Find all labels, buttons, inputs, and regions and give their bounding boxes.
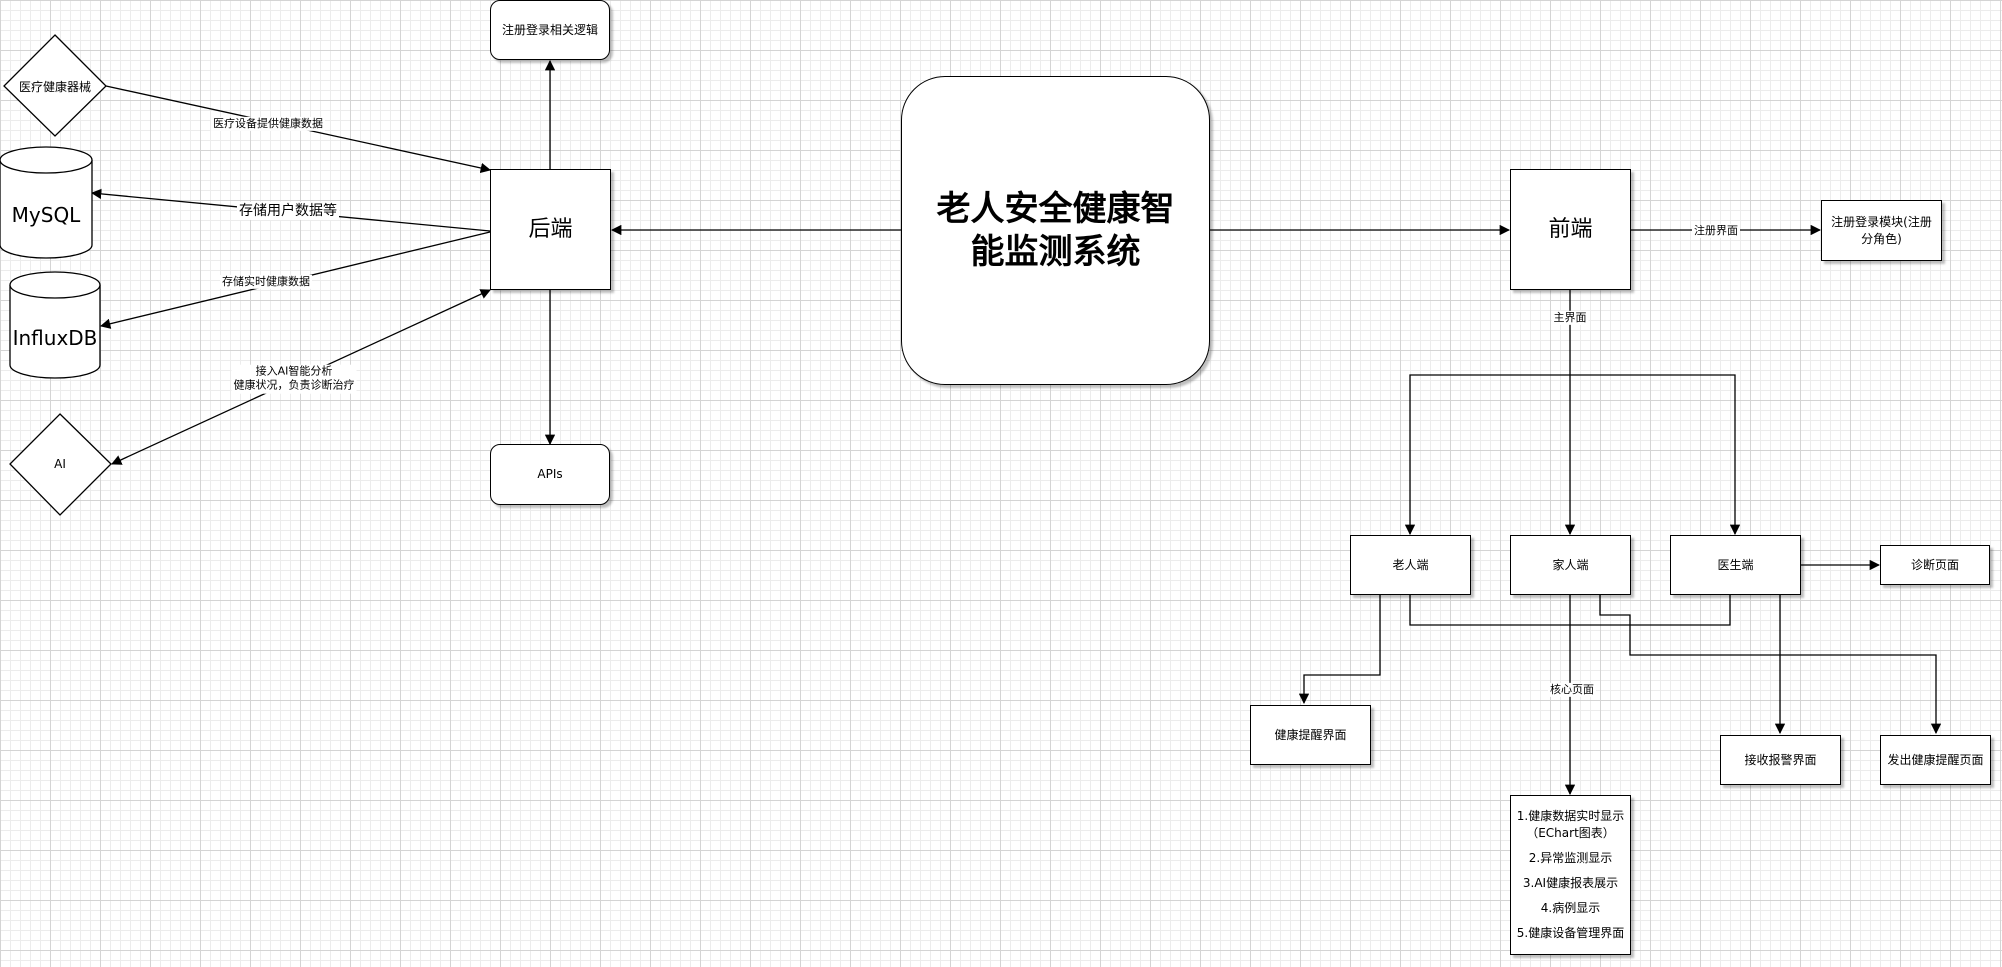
edge-label-device-data: 医疗设备提供健康数据: [211, 116, 325, 132]
influxdb-label: InfluxDB: [12, 326, 98, 350]
core-page-node: 1.健康数据实时显示（EChart图表） 2.异常监测显示 3.AI健康报表展示…: [1510, 795, 1631, 955]
diagnosis-page-node: 诊断页面: [1880, 545, 1990, 585]
cylinder-mysql: [0, 146, 93, 259]
edge-branch-to-doctor: [1570, 374, 1741, 536]
receive-alarm-page-node: 接收报警界面: [1720, 735, 1841, 785]
family-node: 家人端: [1510, 535, 1631, 595]
edge-label-register-page: 注册界面: [1692, 223, 1740, 239]
health-reminder-page-node: 健康提醒界面: [1250, 705, 1371, 765]
core-item: 2.异常监测显示: [1528, 850, 1613, 865]
ai-label: AI: [54, 457, 66, 471]
edge-branch-to-elder: [1404, 374, 1570, 536]
send-reminder-page-node: 发出健康提醒页面: [1880, 735, 1991, 785]
register-logic-node: 注册登录相关逻辑: [490, 0, 610, 60]
edge-label-store-user: 存储用户数据等: [237, 201, 339, 221]
edge-label-ai-analysis: 接入AI智能分析 健康状况，负责诊断治疗: [231, 364, 357, 394]
diamond-medical-device: [3, 34, 107, 137]
backend-node: 后端: [490, 169, 611, 290]
mysql-label: MySQL: [11, 203, 81, 227]
core-item: 5.健康设备管理界面: [1516, 926, 1625, 941]
apis-node: APIs: [490, 444, 610, 505]
edge-label-ai-analysis-line1: 接入AI智能分析: [255, 364, 333, 378]
diamond-ai: [9, 413, 112, 516]
core-item: 3.AI健康报表展示: [1522, 875, 1619, 890]
core-item: 1.健康数据实时显示（EChart图表）: [1516, 809, 1625, 840]
edge-label-store-realtime: 存储实时健康数据: [220, 274, 312, 290]
cylinder-influxdb: [9, 271, 101, 379]
frontend-node: 前端: [1510, 169, 1631, 290]
system-title: 老人安全健康智能监测系统: [901, 76, 1210, 385]
medical-device-label: 医疗健康器械: [18, 79, 91, 94]
register-module-node: 注册登录模块(注册分角色): [1821, 200, 1942, 261]
doctor-node: 医生端: [1670, 535, 1801, 595]
edge-label-core-page: 核心页面: [1548, 682, 1596, 698]
edge-label-ai-analysis-line2: 健康状况，负责诊断治疗: [233, 379, 355, 392]
elder-node: 老人端: [1350, 535, 1471, 595]
edge-label-main-page: 主界面: [1551, 310, 1589, 326]
core-item: 4.病例显示: [1540, 901, 1601, 916]
edge-family-to-send-reminder: [1599, 595, 1942, 735]
edge-elder-to-health-reminder: [1298, 595, 1381, 705]
